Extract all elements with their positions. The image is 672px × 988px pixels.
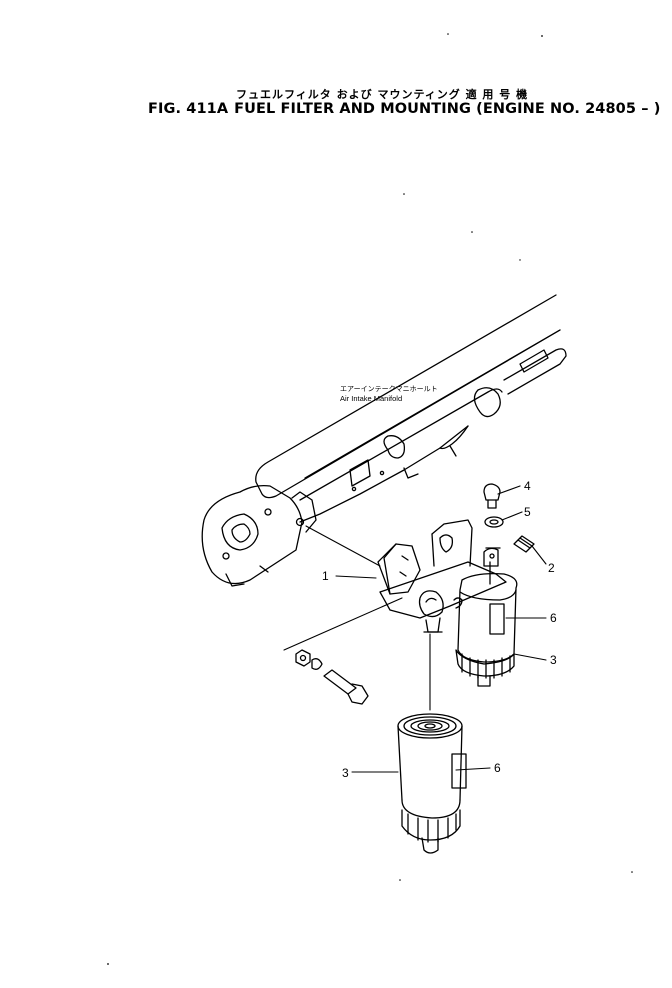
lower-fuel-filter (397, 713, 467, 854)
leader-lines (283, 485, 547, 773)
mounting-bracket (377, 519, 507, 633)
figure-caption: FUEL FILTER AND MOUNTING (ENGINE NO. 248… (234, 101, 661, 117)
callout-2: 2 (548, 561, 555, 575)
bolt-item-4 (483, 483, 501, 509)
callout-6-upper: 6 (550, 611, 557, 625)
callout-3-lower: 3 (342, 766, 349, 780)
washer-item-5 (484, 516, 504, 528)
title-japanese: フュエルフィルタ および マウンティング 適 用 号 機 (236, 88, 529, 101)
annotation-english: Air Intake Manifold (340, 394, 402, 403)
callout-6-lower: 6 (494, 761, 501, 775)
figure-title: FIG. 411A FUEL FILTER AND MOUNTING (ENGIN… (148, 101, 666, 117)
scan-specks (107, 33, 633, 965)
upper-fuel-filter (455, 572, 518, 687)
plug-item-2 (513, 535, 535, 553)
callout-1: 1 (322, 569, 329, 583)
figure-number: FIG. 411A (148, 101, 229, 117)
annotation-japanese: エアーインテークマニホールト (340, 385, 438, 393)
callout-3-upper: 3 (550, 653, 557, 667)
callout-4: 4 (524, 479, 531, 493)
nut-and-bolt (295, 649, 369, 705)
air-intake-manifold (201, 294, 567, 587)
callout-5: 5 (524, 505, 531, 519)
